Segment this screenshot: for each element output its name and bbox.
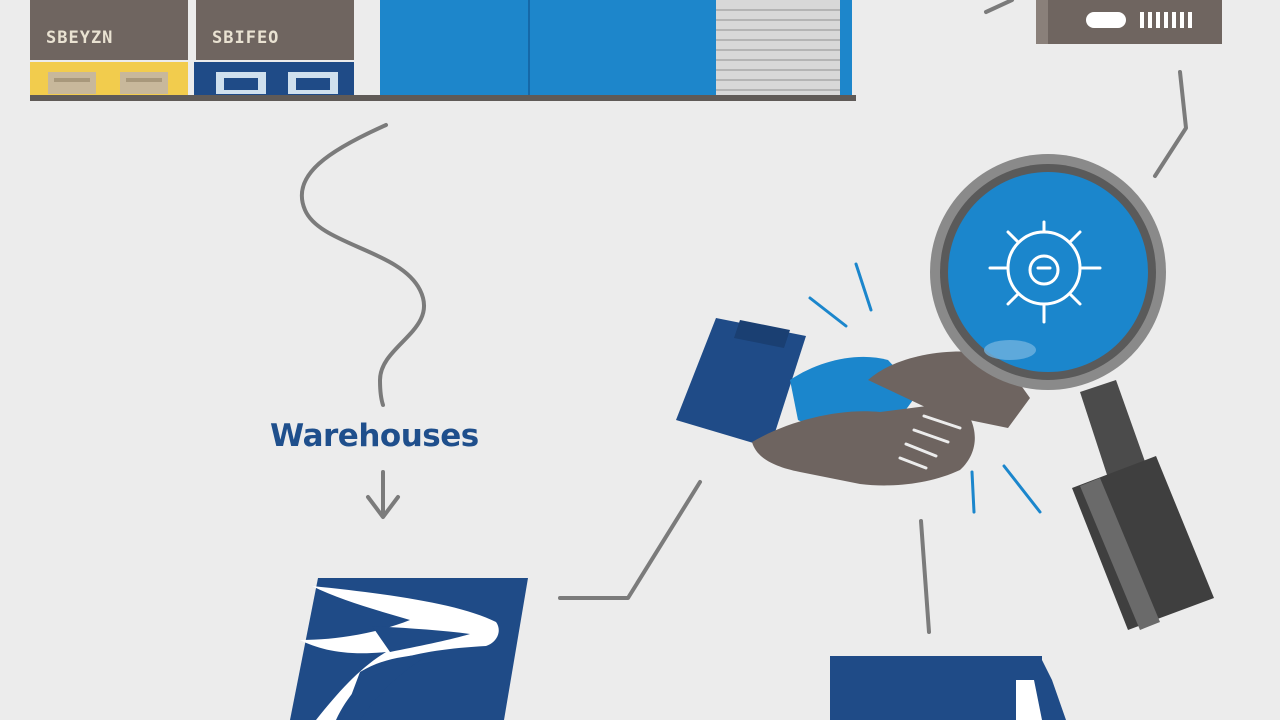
connector-lines [299, 0, 1188, 634]
server-icon [1036, 0, 1222, 44]
gear-lightbulb-icon [988, 220, 1102, 324]
connector-logo-to-handshake [558, 480, 702, 600]
arrowhead [366, 495, 400, 519]
connector-handshake-to-truck [919, 519, 931, 634]
magnifying-glass-icon [930, 154, 1214, 630]
handshake-icon [676, 262, 1042, 514]
store-sign-right: SBIFEO [212, 28, 280, 48]
storefront-icon [30, 0, 856, 101]
warehouses-label: Warehouses [270, 418, 479, 454]
delivery-truck-icon [830, 656, 1066, 720]
connector-server-top [984, 0, 1014, 14]
postal-eagle-logo [290, 578, 528, 720]
connector-server-to-magnifier [1153, 70, 1188, 178]
store-sign-left: SBEYZN [46, 28, 114, 48]
wavy-connector [299, 123, 426, 407]
